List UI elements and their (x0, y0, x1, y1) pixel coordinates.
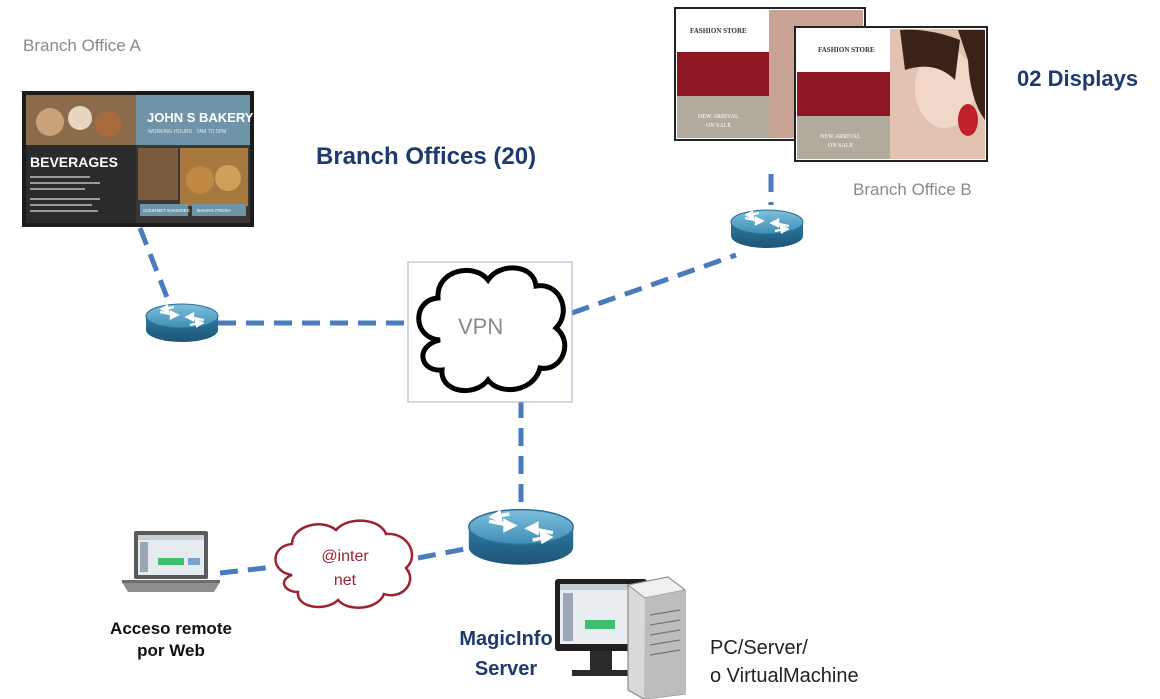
branch-office-b-label: Branch Office B (853, 180, 972, 199)
internet-label-line1: @inter (321, 548, 369, 565)
internet-cloud (274, 519, 414, 609)
bakery-menu-heading: BEVERAGES (30, 154, 118, 170)
internet-label: @inter net (302, 545, 388, 593)
network-links (137, 174, 774, 576)
branch-offices-count-label: Branch Offices (20) (316, 143, 537, 170)
server-tower-icon (626, 576, 687, 699)
bakery-title: JOHN S BAKERY (147, 110, 254, 125)
router-branch-a (144, 302, 220, 344)
router-branch-b (729, 208, 805, 250)
pc-server-line2: o VirtualMachine (710, 665, 859, 687)
magicinfo-server-label: MagicInfo Server (446, 624, 566, 684)
fashion-store-back: FASHION STORE (690, 27, 747, 35)
magicinfo-line1: MagicInfo (459, 628, 553, 650)
pc-server-label: PC/Server/ o VirtualMachine (710, 634, 859, 690)
fashion-line1-back: NEW ARRIVAL (698, 114, 739, 120)
fashion-line2-front: ON SALE (828, 143, 854, 149)
fashion-line1-front: NEW ARRIVAL (820, 134, 861, 140)
fashion-store-front: FASHION STORE (818, 46, 875, 54)
displays-count-label: 02 Displays (1017, 66, 1139, 91)
link-internet-router (417, 545, 471, 561)
branch-office-a-label: Branch Office A (23, 36, 141, 55)
link-vpn-routerB (571, 252, 737, 316)
pc-server-line1: PC/Server/ (710, 637, 808, 659)
bakery-tag-left: GOURMET BAKERIES (143, 208, 190, 213)
fashion-display-front: FASHION STORE NEW ARRIVAL ON SALE (794, 26, 988, 162)
link-displayA-router (137, 227, 171, 301)
vpn-label: VPN (458, 314, 504, 339)
bakery-display: JOHN S BAKERY WORKING HOURS : 7AM TO 5PM… (22, 91, 254, 227)
bakery-subtitle: WORKING HOURS : 7AM TO 5PM (148, 129, 226, 135)
remote-access-line1: Acceso remote (110, 619, 232, 638)
laptop (122, 531, 220, 592)
internet-label-line2: net (333, 572, 357, 589)
router-server (467, 507, 575, 567)
link-laptop-internet (219, 564, 275, 576)
magicinfo-line2: Server (474, 658, 538, 680)
fashion-line2-back: ON SALE (706, 123, 732, 129)
remote-access-line2: por Web (137, 641, 205, 660)
bakery-tag-right: BAKING FRESH (197, 208, 231, 213)
vpn-cloud (407, 261, 573, 403)
remote-access-label: Acceso remote por Web (96, 618, 246, 662)
